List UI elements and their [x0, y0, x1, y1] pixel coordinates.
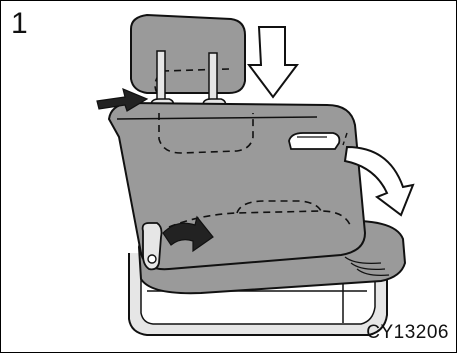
headrest [131, 15, 245, 93]
outlined-down-arrow-icon [249, 27, 297, 97]
recline-lever [143, 223, 162, 269]
release-lever [289, 133, 339, 149]
figure-code: CY13206 [366, 322, 449, 344]
